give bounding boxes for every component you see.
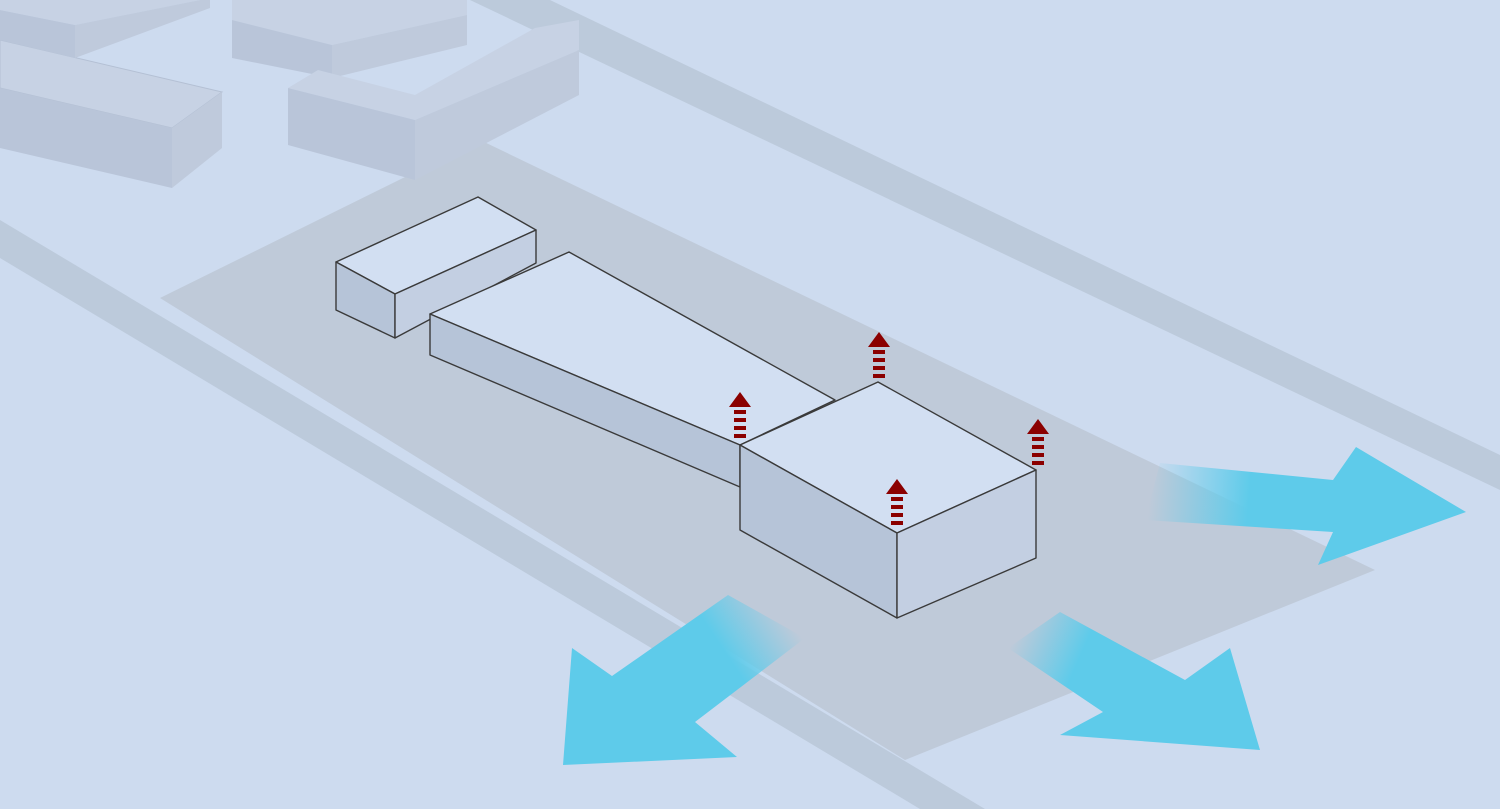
- context-building-1: [0, 39, 224, 188]
- building-annex: [335, 196, 537, 339]
- context-building-3: [232, 0, 467, 78]
- context-building-4: [288, 20, 579, 180]
- context-building-2: [0, 0, 210, 58]
- flow-arrow-southeast: [1008, 612, 1260, 750]
- vent-arrow-4: [886, 479, 908, 525]
- flow-arrow-southwest: [563, 595, 805, 765]
- building-main: [429, 251, 1037, 619]
- vent-arrow-3: [1027, 419, 1049, 465]
- vent-arrow-2: [729, 392, 751, 438]
- road-north: [470, 0, 1500, 490]
- vent-arrow-1: [868, 332, 890, 378]
- flow-arrow-east: [1145, 447, 1466, 565]
